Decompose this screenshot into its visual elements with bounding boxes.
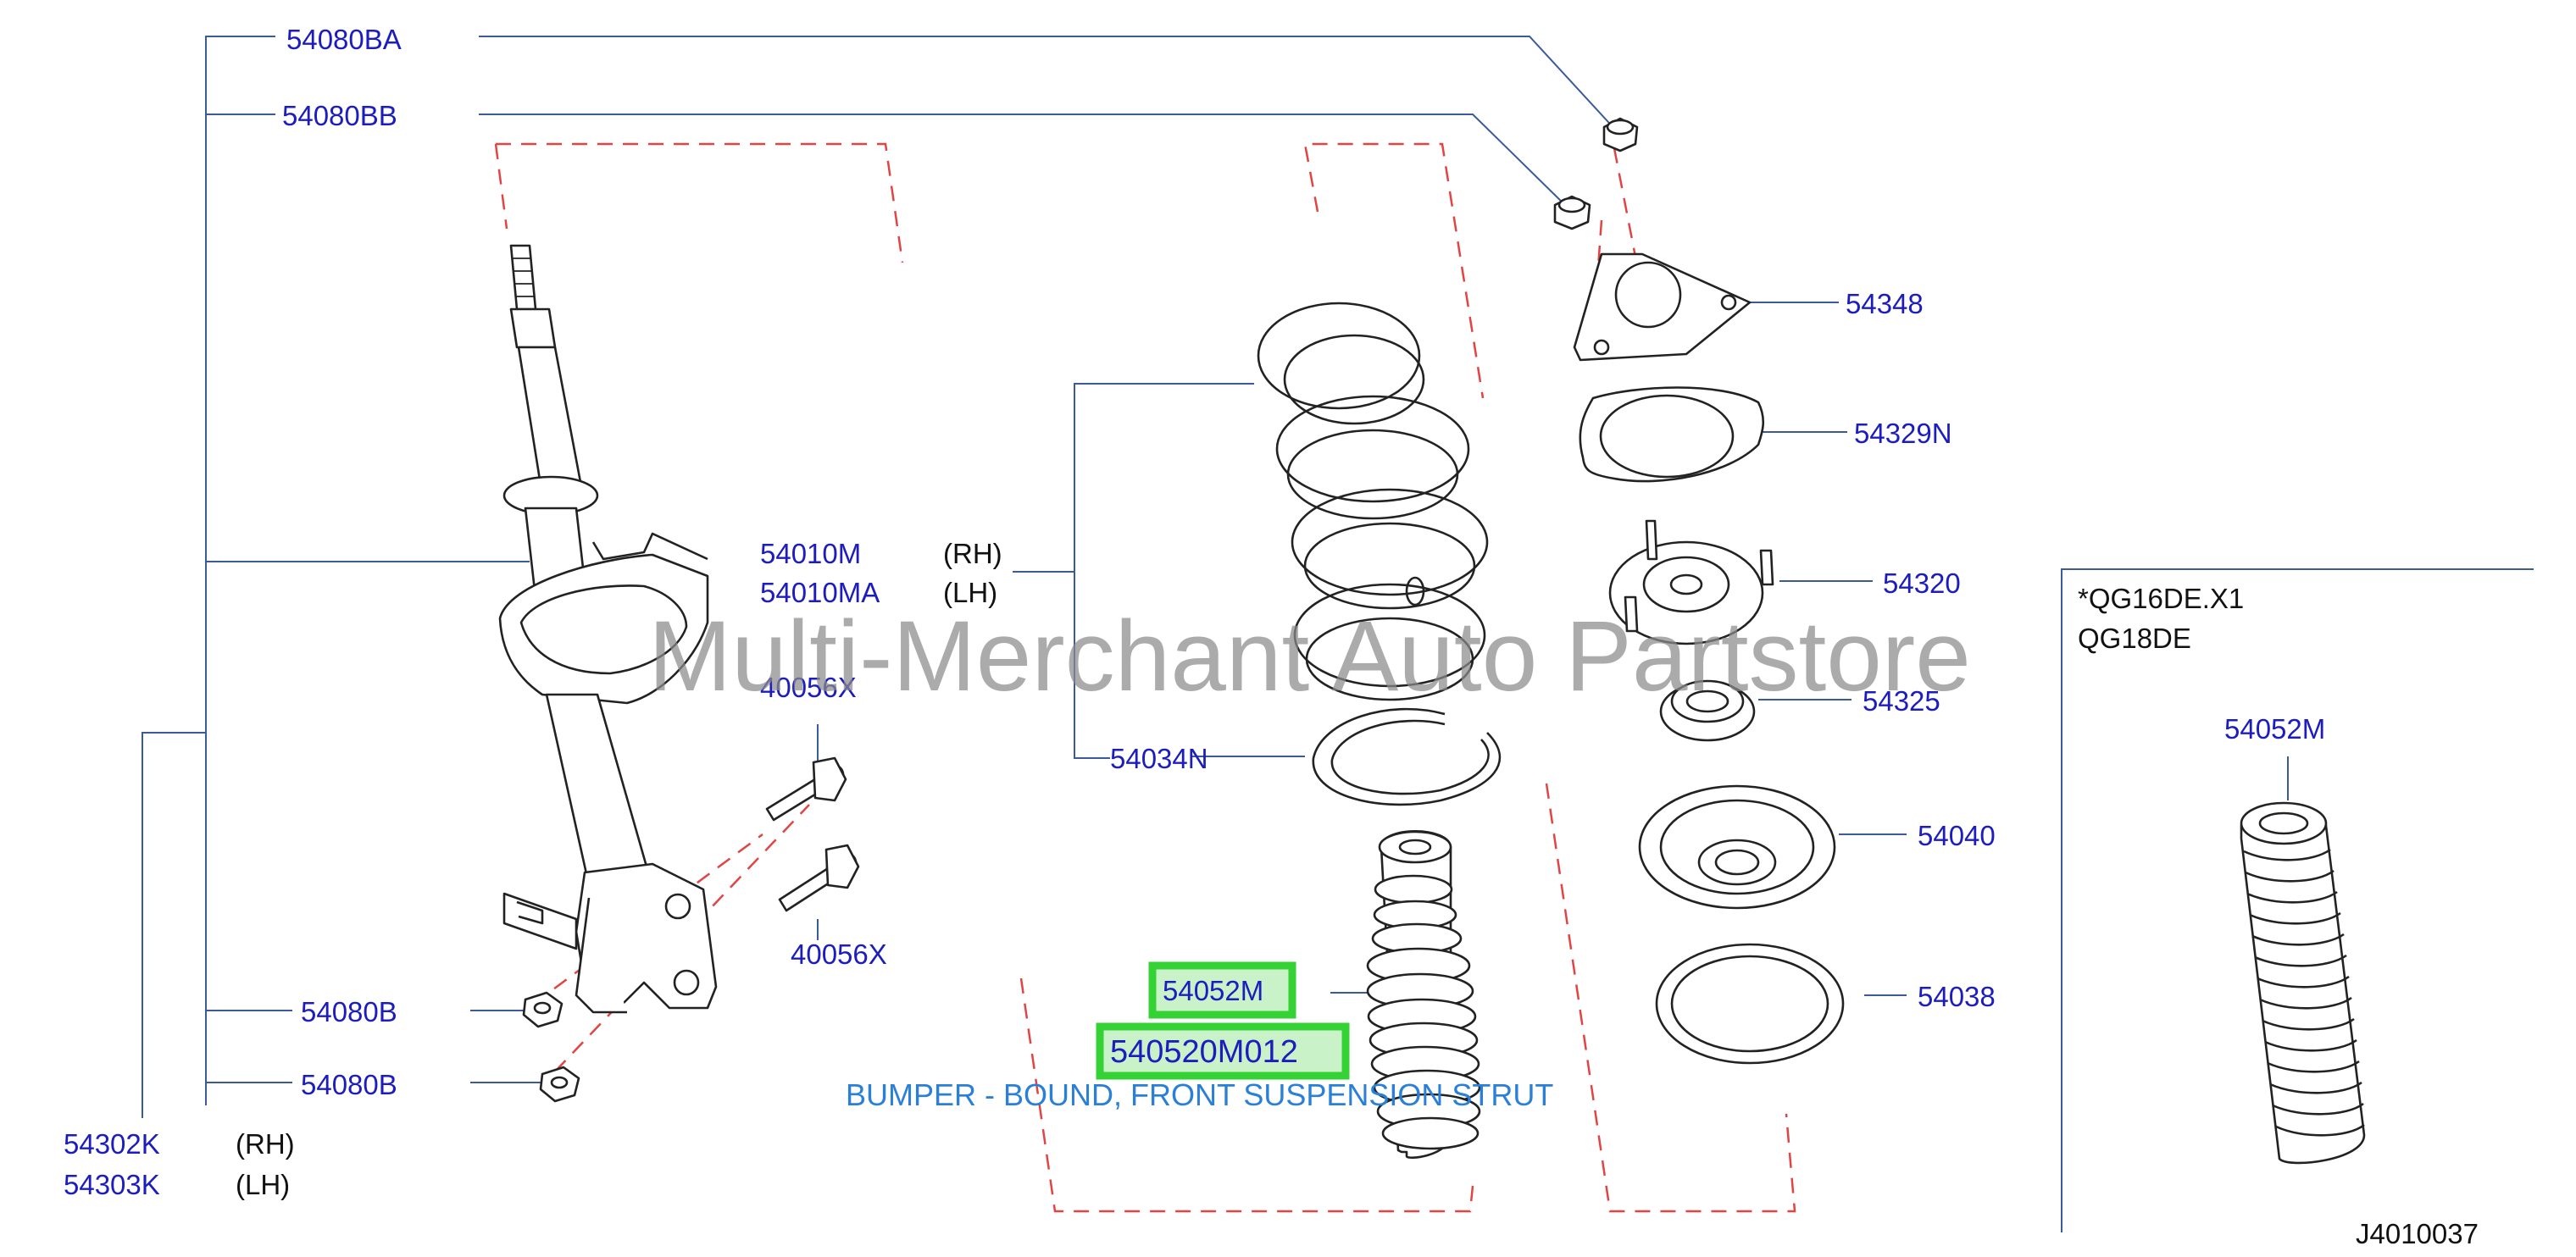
side-label-54303K-lh: (LH) (236, 1169, 290, 1200)
strut-assembly-drawing (498, 244, 718, 1014)
part-label-40056X-upper[interactable]: 40056X (760, 672, 857, 703)
part-label-54038[interactable]: 54038 (1918, 981, 1996, 1012)
part-label-54080B-lower[interactable]: 54080B (301, 1069, 397, 1100)
part-label-54052M[interactable]: 54052M (1163, 975, 1263, 1006)
nut-drawing-lower (539, 1066, 580, 1103)
phantom-lines (494, 142, 1796, 1213)
part-label-54348[interactable]: 54348 (1846, 288, 1924, 319)
spring-rubber-seat-drawing (1312, 707, 1502, 806)
side-label-54010M-rh: (RH) (943, 538, 1002, 569)
nut-drawing-upper (522, 991, 564, 1028)
leader-lines (142, 36, 2534, 1232)
watermark: Multi-Merchant Auto Partstore (648, 601, 1971, 712)
part-label-54325[interactable]: 54325 (1863, 685, 1940, 717)
diagram-id: J4010037 (2356, 1218, 2479, 1249)
alt-bump-stopper-drawing (2240, 801, 2366, 1165)
note-engine-line1: *QG16DE.X1 (2078, 583, 2244, 614)
part-label-54040[interactable]: 54040 (1918, 820, 1996, 851)
spring-seat-rubber-drawing-54038 (1655, 943, 1845, 1065)
coil-spring-drawing (1257, 302, 1489, 701)
flange-nut-drawing-lower (1553, 195, 1591, 230)
bolt-drawing-lower (778, 844, 860, 912)
part-label-54080BB[interactable]: 54080BB (282, 100, 397, 131)
part-label-54302K[interactable]: 54302K (64, 1128, 160, 1160)
highlight-box-540520M012 (1096, 1022, 1350, 1080)
part-description: BUMPER - BOUND, FRONT SUSPENSION STRUT (846, 1077, 1553, 1112)
highlight-box-54052M (1148, 961, 1296, 1019)
part-label-54010MA[interactable]: 54010MA (760, 577, 880, 608)
flange-nut-drawing-upper (1602, 117, 1639, 152)
part-label-54010M[interactable]: 54010M (760, 538, 861, 569)
bearing-drawing-54325 (1659, 679, 1756, 742)
part-label-54303K[interactable]: 54303K (64, 1169, 160, 1200)
bolt-drawing-upper (765, 756, 847, 822)
bump-stopper-drawing (1366, 829, 1481, 1160)
insulator-plate-drawing-54329N (1579, 386, 1765, 483)
part-label-40056X-lower[interactable]: 40056X (791, 939, 887, 970)
strut-mount-drawing-54320 (1608, 519, 1774, 645)
side-label-54010MA-lh: (LH) (943, 577, 997, 608)
note-part-label-54052M[interactable]: 54052M (2224, 713, 2325, 745)
note-engine-line2: QG18DE (2078, 623, 2191, 654)
part-label-54034N[interactable]: 54034N (1110, 743, 1208, 774)
upper-spring-seat-drawing-54040 (1638, 784, 1836, 910)
part-label-540520M012[interactable]: 540520M012 (1110, 1034, 1298, 1070)
part-label-54320[interactable]: 54320 (1883, 568, 1961, 599)
mount-plate-drawing-54348 (1573, 252, 1752, 362)
part-label-54080BA[interactable]: 54080BA (286, 24, 402, 55)
part-label-54080B-upper[interactable]: 54080B (301, 996, 397, 1027)
part-label-54329N[interactable]: 54329N (1854, 418, 1952, 449)
side-label-54302K-rh: (RH) (236, 1128, 295, 1160)
